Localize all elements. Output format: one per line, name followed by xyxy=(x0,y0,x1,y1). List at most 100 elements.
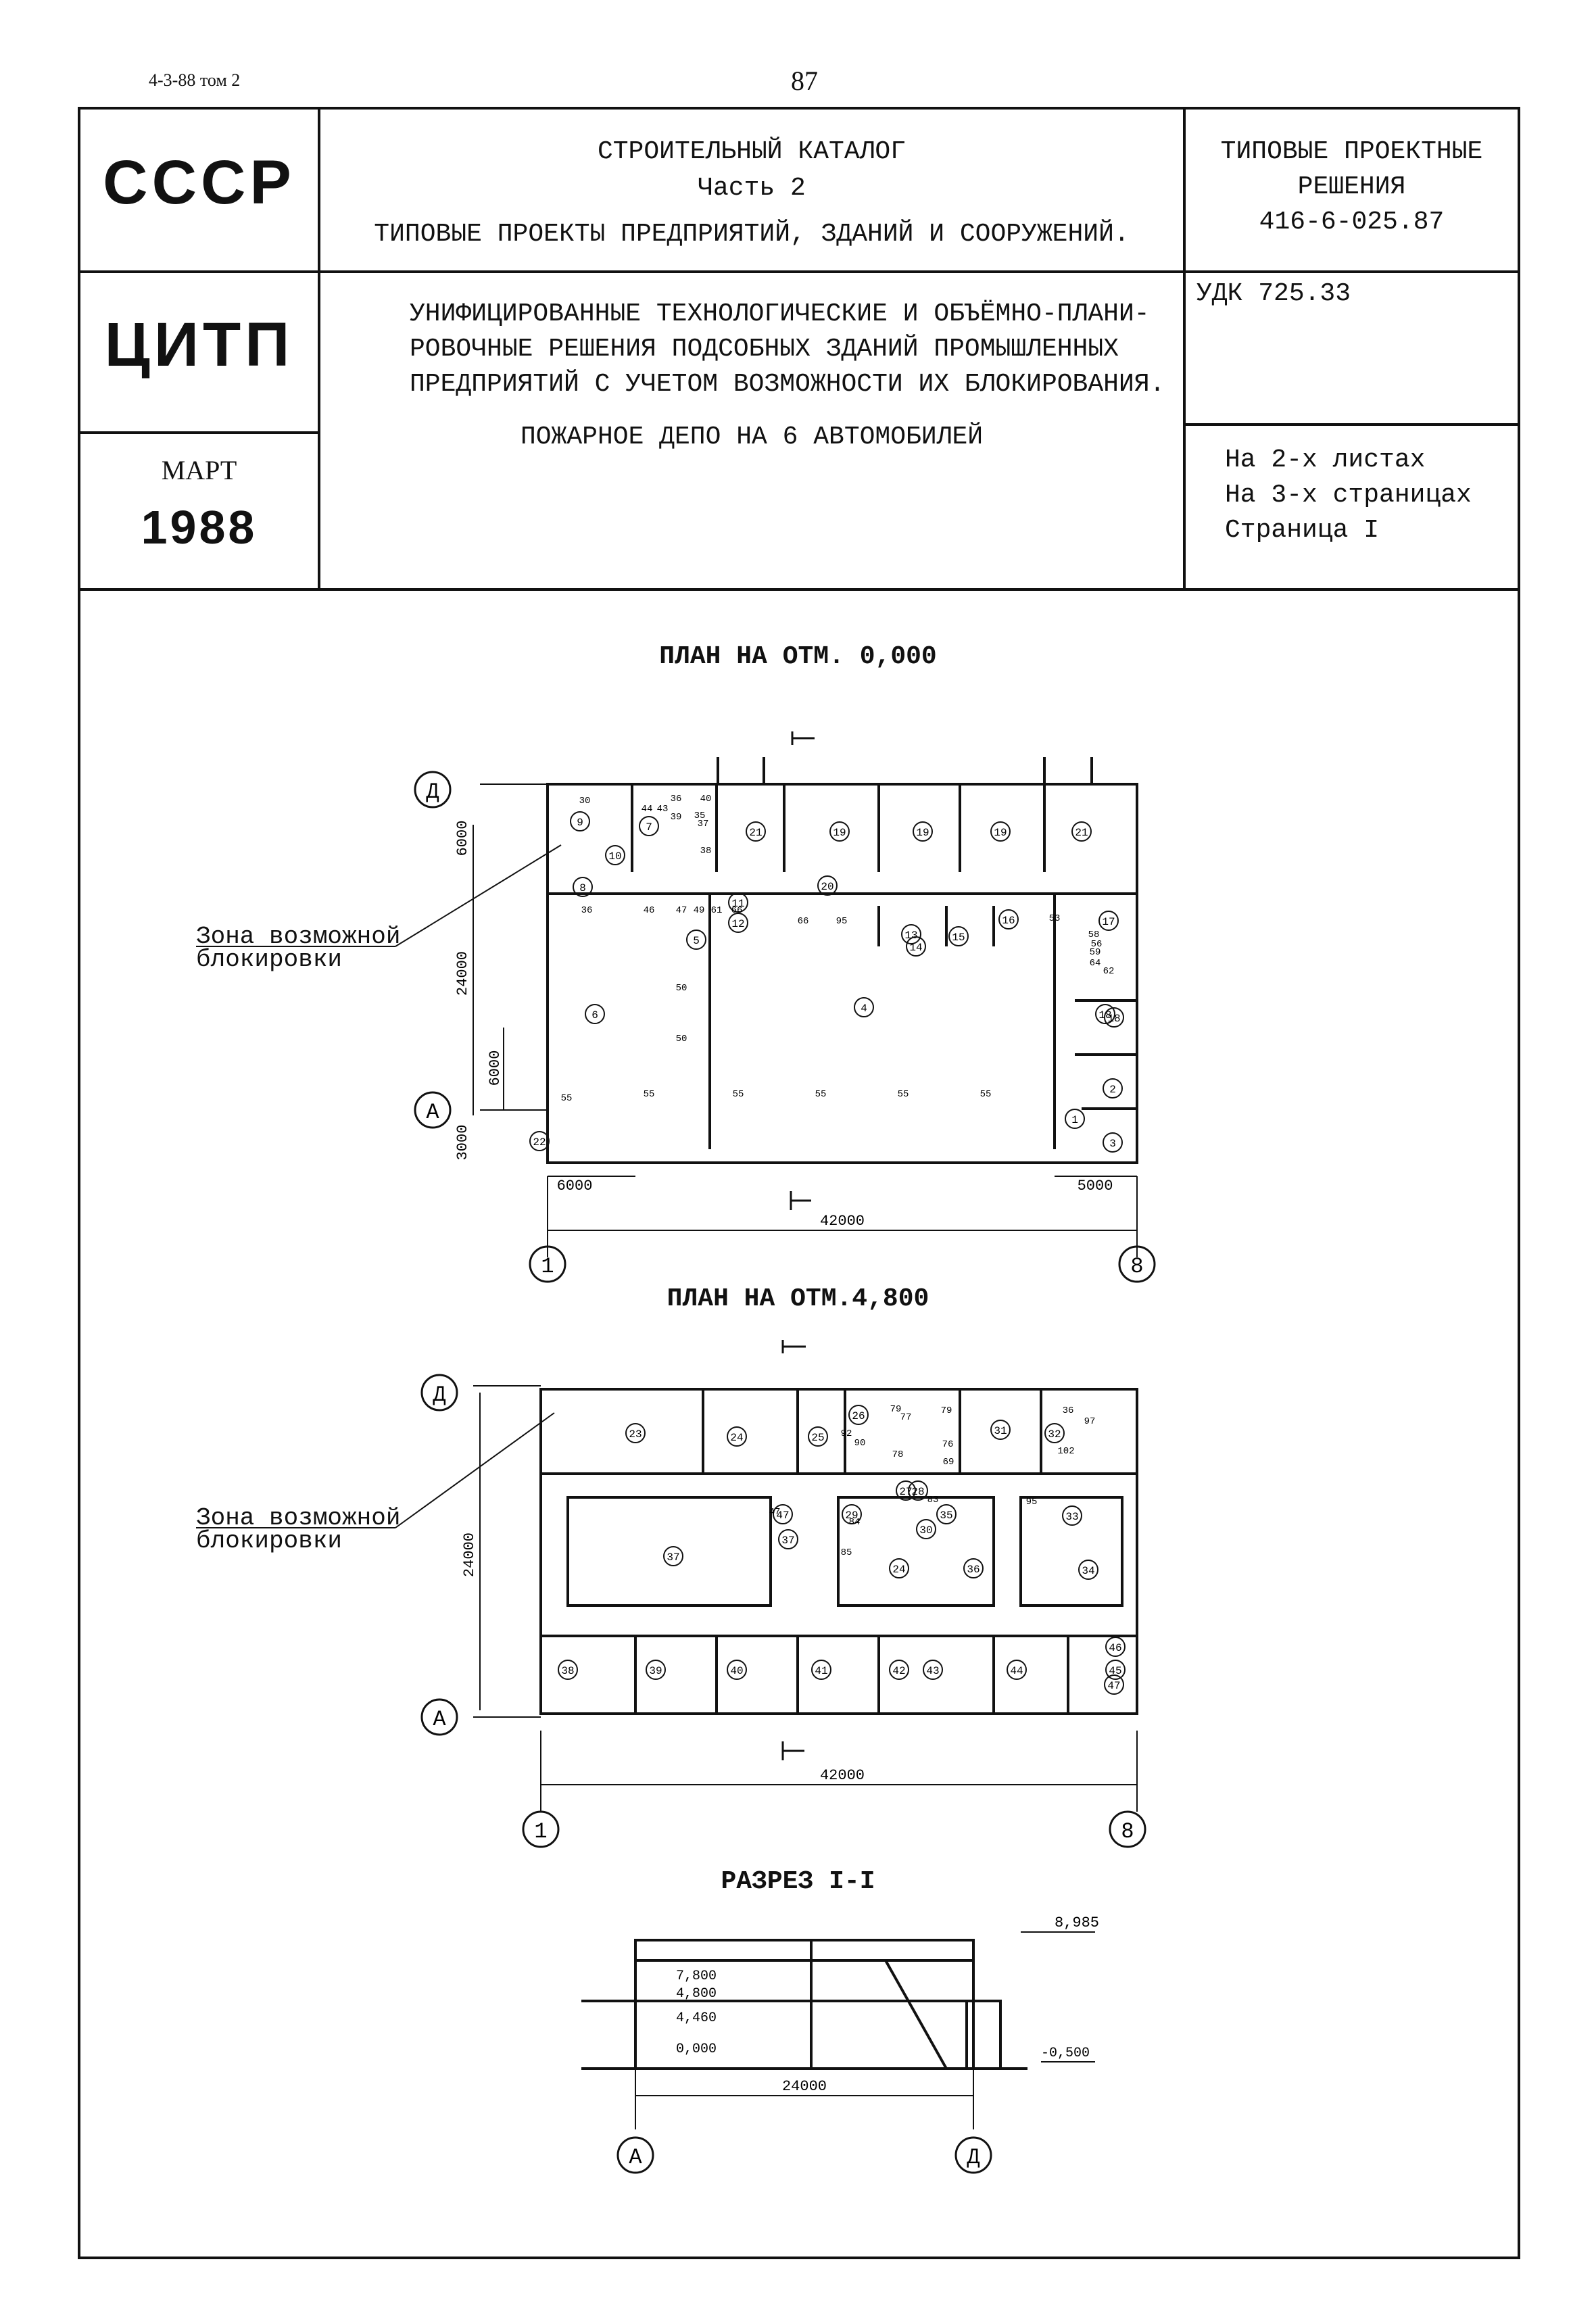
series-code: 416-6-025.87 xyxy=(1259,208,1445,237)
room-tag: 42 xyxy=(892,1665,905,1677)
equipment-tag: 39 xyxy=(671,812,682,823)
section-elev-8985: 8,985 xyxy=(1055,1914,1099,1931)
plan2-dim-24000: 24000 xyxy=(461,1533,478,1577)
plan2-axis-1-label: 1 xyxy=(534,1819,547,1844)
room-tag: 24 xyxy=(730,1432,743,1444)
room-tag-circle xyxy=(727,1660,747,1680)
description-line-3: ПРЕДПРИЯТИЙ С УЧЕТОМ ВОЗМОЖНОСТИ ИХ БЛОК… xyxy=(410,370,1165,399)
equipment-tag: 55 xyxy=(561,1093,573,1104)
equipment-tag: 64 xyxy=(1090,958,1101,969)
room-tag: 1 xyxy=(1071,1114,1078,1126)
room-tag: 3 xyxy=(1109,1138,1116,1150)
section-axis-bubbles xyxy=(616,2136,992,2174)
section-dim-24000: 24000 xyxy=(782,2078,827,2095)
plan1-dim-3000: 3000 xyxy=(454,1125,471,1161)
room-tag-circle xyxy=(817,875,838,896)
room-tag: 14 xyxy=(909,942,922,954)
plan1-dim-6000-left: 6000 xyxy=(557,1178,593,1195)
catalog-subtitle: ТИПОВЫЕ ПРОЕКТЫ ПРЕДПРИЯТИЙ, ЗДАНИЙ И СО… xyxy=(374,220,1130,249)
room-tag: 4 xyxy=(861,1003,867,1015)
year-label: 1988 xyxy=(141,501,258,554)
plan2-title: ПЛАН НА ОТМ.4,800 xyxy=(667,1284,929,1313)
equipment-tag: 84 xyxy=(849,1517,861,1528)
room-tag-circle xyxy=(570,811,590,831)
month-label: МАРТ xyxy=(161,455,237,485)
series-title-1: ТИПОВЫЕ ПРОЕКТНЫЕ xyxy=(1220,137,1483,166)
room-tag-circle xyxy=(1044,1423,1065,1443)
plan2-walls xyxy=(539,1388,1138,1715)
equipment-tag: 69 xyxy=(943,1457,954,1468)
room-tag: 41 xyxy=(815,1665,827,1677)
section-title: РАЗРЕЗ I-I xyxy=(721,1867,875,1896)
plan2-axis-8-label: 8 xyxy=(1121,1819,1134,1844)
room-tag: 34 xyxy=(1082,1565,1094,1577)
room-tag: 12 xyxy=(731,918,744,930)
room-tag-circle xyxy=(585,1004,605,1024)
equipment-tag: 55 xyxy=(898,1089,909,1100)
room-tag-circle xyxy=(889,1558,909,1578)
plan2-axis-d-label: Д xyxy=(433,1382,445,1407)
plan2-axis-a-label: А xyxy=(433,1707,446,1732)
room-tag: 9 xyxy=(577,817,583,829)
plan1-axis-bubbles xyxy=(414,771,1156,1283)
equipment-tag: 36 xyxy=(671,794,682,804)
room-tag-circle xyxy=(854,997,874,1017)
room-tag: 47 xyxy=(1107,1680,1120,1692)
room-tag: 21 xyxy=(1075,827,1088,839)
room-tag: 40 xyxy=(730,1665,743,1677)
room-tag-circle xyxy=(913,821,933,842)
zone-label-plan2-line2: блокировки xyxy=(196,1527,343,1555)
equipment-tag: 58 xyxy=(1088,930,1100,940)
room-tag-circle xyxy=(663,1546,683,1566)
room-tag-circle xyxy=(625,1423,646,1443)
room-tag: 43 xyxy=(926,1665,939,1677)
equipment-tag: 47 xyxy=(676,905,687,916)
description-line-1: УНИФИЦИРОВАННЫЕ ТЕХНОЛОГИЧЕСКИЕ И ОБЪЁМН… xyxy=(410,299,1150,329)
room-tag-circle xyxy=(1007,1660,1027,1680)
section-elev-m0500: -0,500 xyxy=(1041,2046,1090,2061)
plan2-dimensions xyxy=(196,1385,1138,1812)
plan2-dim-42000: 42000 xyxy=(820,1767,865,1784)
section-elev-4800: 4,800 xyxy=(676,1986,717,2002)
equipment-tag: 85 xyxy=(841,1547,852,1558)
zone-label-plan1-line2: блокировки xyxy=(196,946,343,973)
room-tag: 30 xyxy=(919,1524,932,1537)
room-tag-circle xyxy=(808,1426,828,1447)
plan1-walls xyxy=(546,757,1138,1164)
plan1-dim-6000-mid: 6000 xyxy=(487,1051,504,1086)
room-tag-circle xyxy=(728,892,748,913)
room-tag-circle xyxy=(908,1480,928,1501)
equipment-tag: 50 xyxy=(676,1034,687,1044)
catalog-title: СТРОИТЕЛЬНЫЙ КАТАЛОГ xyxy=(597,137,906,166)
room-tag-circle xyxy=(990,1420,1011,1440)
room-tag: 21 xyxy=(749,827,762,839)
equipment-tag: 38 xyxy=(700,846,712,857)
equipment-tag: 76 xyxy=(942,1439,954,1450)
room-tag-circle xyxy=(901,924,921,944)
room-tag: 37 xyxy=(667,1551,679,1564)
equipment-tag: 50 xyxy=(676,983,687,994)
room-tag: 24 xyxy=(892,1564,905,1576)
room-tag: 37 xyxy=(781,1535,794,1547)
room-tag-circle xyxy=(1095,1004,1115,1024)
section-outline xyxy=(581,1939,1027,2070)
room-tag-circle xyxy=(1098,911,1119,931)
room-tag: 32 xyxy=(1048,1428,1061,1441)
sheets-count: На 2-х листах xyxy=(1225,445,1426,475)
room-tag-circle xyxy=(728,913,748,933)
room-tag: 31 xyxy=(994,1425,1007,1437)
equipment-tag: 55 xyxy=(815,1089,827,1100)
room-tag-circle xyxy=(1105,1637,1126,1657)
room-tag-circle xyxy=(1065,1109,1085,1129)
plan1-dim-6000-top: 6000 xyxy=(454,821,471,857)
room-tag: 23 xyxy=(629,1428,642,1441)
room-tag: 11 xyxy=(731,898,744,910)
plan1-axis-1-label: 1 xyxy=(541,1254,554,1279)
room-tag-circle xyxy=(906,936,926,957)
room-tag-circle xyxy=(848,1405,869,1425)
room-tag: 10 xyxy=(608,850,621,863)
room-tag: 13 xyxy=(904,930,917,942)
